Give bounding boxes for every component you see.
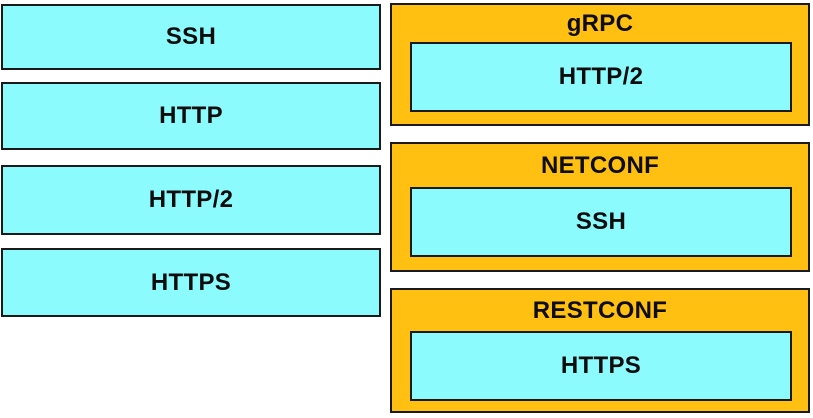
drop-group-grpc[interactable]: gRPC HTTP/2 bbox=[390, 3, 810, 126]
drag-option-https[interactable]: HTTPS bbox=[1, 248, 381, 317]
drag-option-label: HTTP/2 bbox=[148, 186, 234, 213]
drag-option-label: SSH bbox=[165, 23, 217, 50]
answer-label: HTTP/2 bbox=[558, 63, 644, 90]
answer-box-grpc[interactable]: HTTP/2 bbox=[410, 42, 792, 112]
drop-group-restconf[interactable]: RESTCONF HTTPS bbox=[390, 288, 810, 413]
drop-group-title: NETCONF bbox=[540, 151, 660, 179]
drag-option-label: HTTPS bbox=[150, 268, 232, 296]
answer-box-restconf[interactable]: HTTPS bbox=[410, 331, 792, 401]
drag-option-http[interactable]: HTTP bbox=[1, 82, 381, 150]
answer-box-netconf[interactable]: SSH bbox=[410, 187, 792, 257]
answer-label: HTTPS bbox=[560, 352, 642, 379]
drag-option-ssh[interactable]: SSH bbox=[1, 4, 381, 70]
drop-group-title: gRPC bbox=[566, 9, 634, 37]
drag-option-label: HTTP bbox=[159, 102, 223, 129]
drop-group-title: RESTCONF bbox=[532, 296, 668, 324]
answer-label: SSH bbox=[575, 208, 627, 235]
drop-group-netconf[interactable]: NETCONF SSH bbox=[390, 142, 810, 272]
drag-option-http2[interactable]: HTTP/2 bbox=[1, 165, 381, 235]
